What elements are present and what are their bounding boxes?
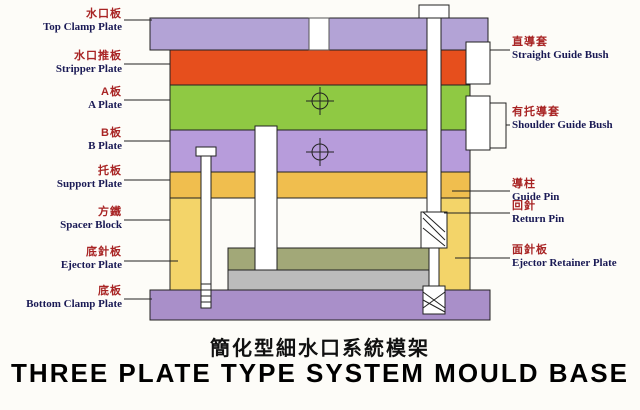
ejector-plate — [227, 269, 435, 291]
label-bottom-clamp-plate: 底板 Bottom Clamp Plate — [2, 285, 122, 311]
puller-rod-part — [195, 146, 217, 309]
label-en: Return Pin — [512, 213, 565, 225]
label-en: Ejector Plate — [60, 259, 122, 271]
label-en: Guide Pin — [512, 191, 560, 203]
label-stripper-plate: 水口推板 Stripper Plate — [2, 50, 122, 76]
label-straight-guide-bush: 直導套 Straight Guide Bush — [512, 36, 609, 62]
support-plate — [169, 171, 471, 199]
label-zh: 面針板 — [512, 244, 548, 256]
crosshair-icon — [306, 138, 334, 166]
label-return-pin: 回針 Return Pin — [512, 200, 564, 226]
label-zh: 有托導套 — [512, 106, 560, 118]
label-ejector-plate: 底針板 Ejector Plate — [2, 246, 122, 272]
label-zh: 水口推板 — [74, 50, 122, 62]
label-zh: 回針 — [512, 200, 536, 212]
label-shoulder-guide-bush: 有托導套 Shoulder Guide Bush — [512, 106, 613, 132]
label-top-clamp-plate: 水口板 Top Clamp Plate — [2, 8, 122, 34]
diagram-title-chinese: 簡化型細水口系統模架 — [210, 338, 430, 360]
label-b-plate: B板 B Plate — [2, 127, 122, 153]
label-zh: A板 — [101, 86, 122, 98]
label-spacer-block: 方鐵 Spacer Block — [2, 206, 122, 232]
spacer-block-left — [169, 197, 207, 291]
return-pin-part — [422, 247, 446, 315]
label-en: Straight Guide Bush — [512, 49, 609, 61]
label-zh: 底板 — [98, 285, 122, 297]
label-a-plate: A板 A Plate — [2, 86, 122, 112]
label-zh: 方鐵 — [98, 206, 122, 218]
label-zh: 水口板 — [86, 8, 122, 20]
label-en: Spacer Block — [60, 219, 122, 231]
sprue-bush-part — [308, 17, 330, 51]
label-support-plate: 托板 Support Plate — [2, 165, 122, 191]
label-en: B Plate — [88, 140, 122, 152]
label-en: Bottom Clamp Plate — [26, 298, 122, 310]
label-en: Shoulder Guide Bush — [512, 119, 613, 131]
crosshair-icon — [306, 87, 334, 115]
leader-lines-left — [124, 19, 178, 300]
leader-lines-right — [444, 49, 510, 259]
label-en: A Plate — [88, 99, 122, 111]
diagram-title-english: THREE PLATE TYPE SYSTEM MOULD BASE — [11, 358, 629, 388]
label-guide-pin: 導柱 Guide Pin — [512, 178, 559, 204]
straight-guide-bush-part — [465, 41, 491, 85]
label-en: Top Clamp Plate — [42, 21, 122, 33]
label-en: Ejector Retainer Plate — [512, 257, 617, 269]
label-ejector-retainer-plate: 面針板 Ejector Retainer Plate — [512, 244, 617, 270]
stripper-plate — [169, 49, 471, 86]
shoulder-guide-bush-part — [465, 95, 491, 151]
label-zh: 直導套 — [512, 36, 548, 48]
label-zh: 底針板 — [86, 246, 122, 258]
label-en: Support Plate — [56, 178, 122, 190]
label-en: Stripper Plate — [55, 63, 122, 75]
guide-pin-part — [418, 4, 450, 249]
label-zh: B板 — [101, 127, 122, 139]
label-zh: 托板 — [98, 165, 122, 177]
support-pillar-part — [254, 125, 278, 271]
label-zh: 導柱 — [512, 178, 536, 190]
